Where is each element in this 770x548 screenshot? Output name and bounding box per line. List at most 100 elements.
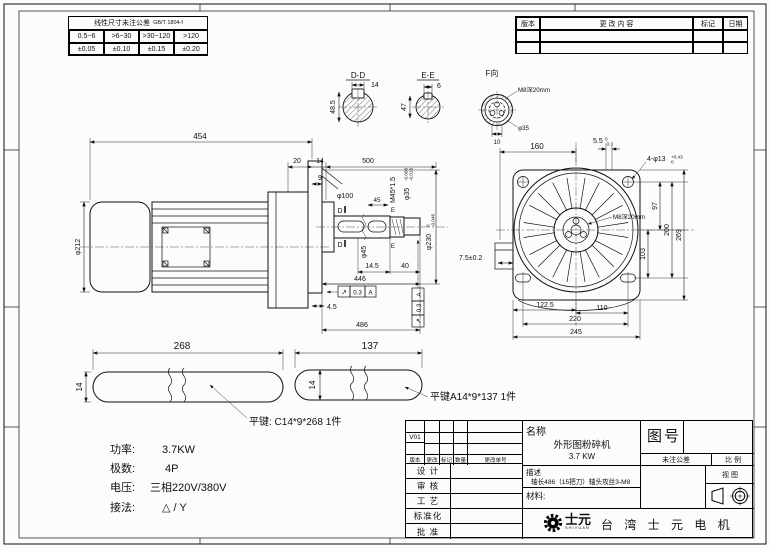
dim-dd-width: 14	[371, 82, 379, 89]
rev-h-qty: 数量	[453, 455, 467, 465]
dim-269: 269	[676, 229, 683, 241]
title-block-rev-grid: V01	[406, 421, 523, 454]
dim-5-5-lo: -0.3	[605, 142, 613, 147]
tol-range-3: >120	[174, 30, 208, 43]
dim-97: 97	[652, 202, 659, 210]
rev-col-version: 版本	[516, 17, 540, 30]
tol-value-2: ±0.15	[139, 43, 174, 55]
sign-standard-value	[451, 509, 523, 524]
spec-voltage-value: 三相220V/380V	[150, 481, 227, 494]
sign-standard: 标准化	[406, 509, 451, 524]
sheet-frame	[3, 3, 767, 545]
side-view: 454 20 14 500 9 φ100 45 φ212 M45*1.5 φ35…	[75, 132, 448, 334]
gear-logo-icon	[543, 513, 563, 533]
spec-power-label: 功率:	[110, 442, 135, 456]
dim-ee-height: 47	[401, 103, 408, 111]
unnoted-tolerance-label: 未注公差	[641, 454, 711, 466]
spec-block: 功率: 3.7KW 极数: 4P 电压: 三相220V/380V 接法: △ /…	[110, 442, 227, 514]
terminal-box-screws	[162, 227, 210, 267]
dim-f-key: 10	[494, 139, 501, 146]
drawing-no-label: 图号	[647, 428, 682, 445]
runout2-value: 0.3	[416, 303, 423, 312]
tolerance-table-standard: GB/T 1804-f	[153, 20, 183, 26]
spec-voltage-label: 电压:	[110, 481, 135, 494]
tolerance-table: 线性尺寸未注公差 GB/T 1804-f 0.5~6 >6~30 >30~120…	[68, 16, 208, 56]
dim-d230-tol-lo: -0.046	[431, 214, 436, 227]
spec-power-value: 3.7KW	[162, 444, 196, 456]
key2-label: 平键A14*9*137 1件	[430, 390, 516, 403]
dim-7-5: 7.5±0.2	[459, 255, 482, 262]
view-f-label: F向	[486, 68, 499, 78]
rev-h-version: 版本	[409, 458, 421, 464]
scale-label: 比 例	[711, 454, 754, 466]
dim-ee-width: 6	[437, 83, 441, 90]
dim-d212: φ212	[75, 239, 82, 255]
material-box: 材料:	[523, 488, 641, 509]
version-cell: V01	[406, 432, 424, 443]
projection-cell	[706, 484, 754, 509]
dim-d45: φ45	[361, 246, 368, 258]
logo-text: 士元	[565, 512, 592, 527]
description-label: 描述	[526, 468, 541, 477]
dim-bolt-holes: 4-φ13	[647, 156, 666, 163]
dim-d230-tol-hi: 0	[426, 224, 431, 227]
key1-view: 268 14 平键: C14*9*268 1件	[75, 341, 341, 428]
dim-160: 160	[530, 142, 544, 151]
section-view-ee: E-E 6 47	[401, 71, 444, 123]
rev-h-order: 更改单号	[467, 455, 523, 465]
spec-connection-value: △ / Y	[162, 502, 187, 514]
fan-blades	[523, 177, 629, 283]
dim-m45: M45*1.5	[390, 177, 397, 203]
rev-row2-mark	[693, 42, 723, 54]
drawing-no-box: 图号	[641, 421, 754, 454]
sign-approve-value	[451, 524, 523, 539]
runout2-datum: A	[416, 292, 423, 297]
runout-symbol: ↗	[341, 290, 347, 297]
dim-d35-tol-hi: -0.008	[404, 168, 409, 181]
dim-14: 14	[316, 158, 324, 165]
tol-value-0: ±0.05	[69, 43, 104, 55]
dim-245: 245	[570, 329, 582, 336]
runout-frame-horizontal: ↗ 0.3 A	[326, 285, 377, 298]
dim-45: 45	[374, 197, 381, 204]
name-label: 名称	[526, 427, 546, 438]
view-label: 视 图	[706, 466, 754, 484]
name-value: 外形图粉碎机	[553, 440, 611, 451]
runout2-symbol: ↗	[416, 318, 423, 324]
rev-row2-version	[516, 42, 540, 54]
dim-200: 200	[664, 224, 671, 236]
title-block-rev-header: 版本 更改 标记 数量 更改单号	[406, 454, 523, 465]
dim-key1-width: 14	[75, 382, 84, 391]
rev-row1-content	[540, 30, 693, 42]
section-mark-d1: D	[337, 208, 342, 215]
material-label: 材料:	[526, 491, 546, 501]
dim-500: 500	[362, 158, 374, 165]
key2-view: 137 14 平键A14*9*137 1件	[294, 341, 516, 403]
dim-220: 220	[569, 316, 581, 323]
tolerance-value-cell	[641, 466, 706, 509]
name-power: 3.7 KW	[568, 452, 596, 461]
dim-4-5: 4.5	[327, 304, 337, 311]
dim-bolt-holes-lo: 0	[671, 160, 674, 165]
rev-row1-version	[516, 30, 540, 42]
note-f-thread: M8深20mm	[518, 86, 550, 94]
rev-row2-date	[723, 42, 748, 54]
revision-table: 版本 更 改 内 容 标记 日期	[515, 16, 748, 54]
tol-value-1: ±0.10	[104, 43, 139, 55]
note-hub-tap: M8深20mm	[613, 213, 645, 221]
title-block-sign-rows: 设 计 审 核 工 艺 标准化 批 准	[406, 464, 523, 539]
sign-approve: 批 准	[406, 524, 451, 539]
section-view-dd: D-D 14 48.5	[330, 71, 379, 127]
projection-symbol-icon	[711, 486, 750, 506]
dim-5-5-hi: 0	[605, 137, 608, 142]
dim-key2-width: 14	[308, 380, 317, 389]
dim-dd-height: 48.5	[330, 100, 337, 114]
dim-bolt-holes-hi: +0.43	[671, 155, 683, 160]
dim-103: 103	[640, 248, 647, 260]
tolerance-table-title: 线性尺寸未注公差	[94, 20, 151, 27]
dim-9: 9	[318, 175, 322, 182]
sign-process-value	[451, 494, 523, 509]
description-box: 描述 轴长486（15把刀）轴头攻丝3-M8	[523, 466, 641, 488]
logo-subtext: SHIYUAN	[565, 525, 590, 530]
